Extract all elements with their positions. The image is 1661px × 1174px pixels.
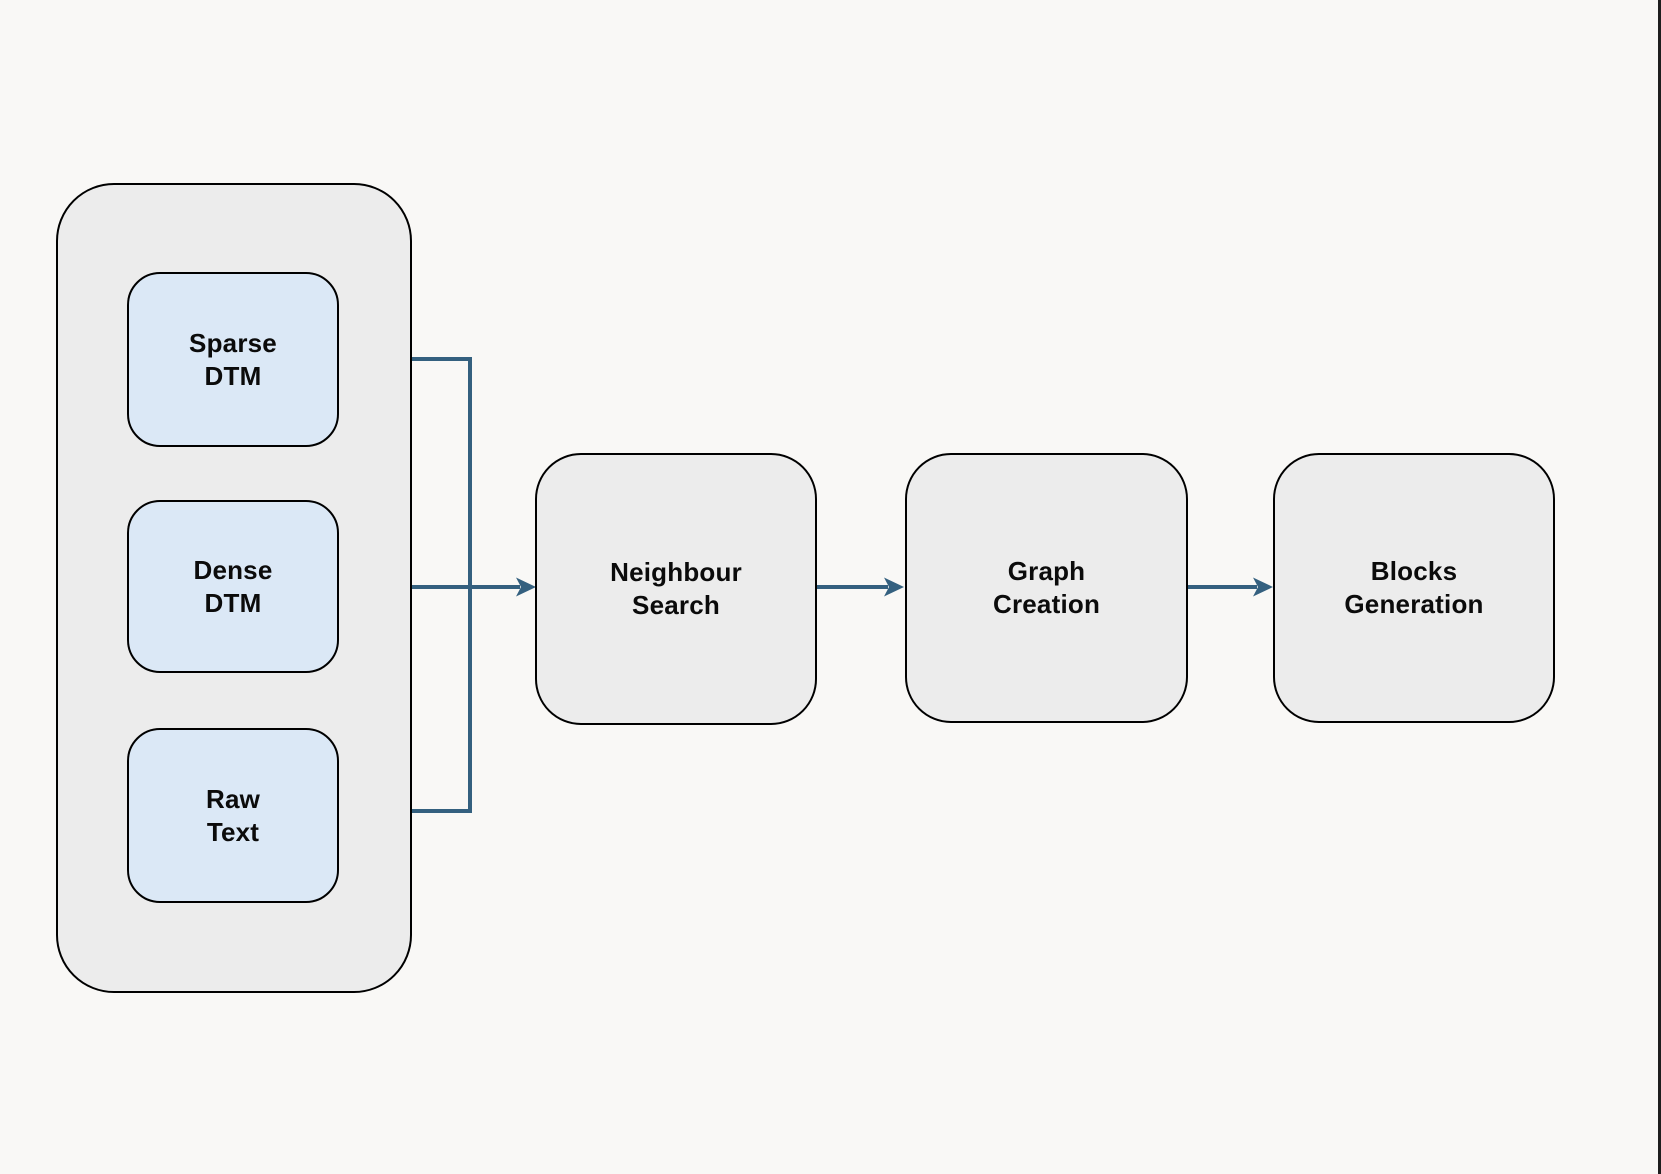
label-line-1: Sparse: [189, 327, 277, 358]
arrowhead-neighbour-search: [516, 577, 536, 597]
label-line-1: Blocks: [1370, 556, 1458, 586]
node-graph-creation-label: Graph Creation: [993, 555, 1100, 621]
label-line-1: Graph: [1007, 556, 1086, 586]
arrowhead-blocks-generation: [1253, 577, 1273, 597]
node-neighbour-search: Neighbour Search: [535, 453, 817, 725]
node-graph-creation: Graph Creation: [905, 453, 1188, 723]
label-line-1: Dense: [193, 554, 273, 585]
label-line-2: DTM: [204, 587, 262, 618]
edge-merge-bracket: [412, 357, 472, 813]
label-line-2: Generation: [1344, 589, 1484, 619]
node-sparse-dtm-label: Sparse DTM: [189, 327, 277, 393]
label-line-2: DTM: [204, 360, 262, 391]
node-neighbour-search-label: Neighbour Search: [610, 556, 742, 622]
node-blocks-generation-label: Blocks Generation: [1344, 555, 1483, 621]
label-line-2: Search: [632, 590, 720, 620]
label-line-1: Neighbour: [610, 557, 742, 587]
node-raw-text: Raw Text: [127, 728, 339, 903]
node-sparse-dtm: Sparse DTM: [127, 272, 339, 447]
label-line-1: Raw: [205, 783, 261, 814]
node-blocks-generation: Blocks Generation: [1273, 453, 1555, 723]
node-dense-dtm-label: Dense DTM: [193, 554, 272, 620]
label-line-2: Creation: [992, 589, 1101, 619]
node-raw-text-label: Raw Text: [206, 783, 260, 849]
label-line-2: Text: [206, 816, 260, 847]
arrowhead-graph-creation: [884, 577, 904, 597]
node-dense-dtm: Dense DTM: [127, 500, 339, 673]
screen-right-edge: [1658, 0, 1661, 1174]
